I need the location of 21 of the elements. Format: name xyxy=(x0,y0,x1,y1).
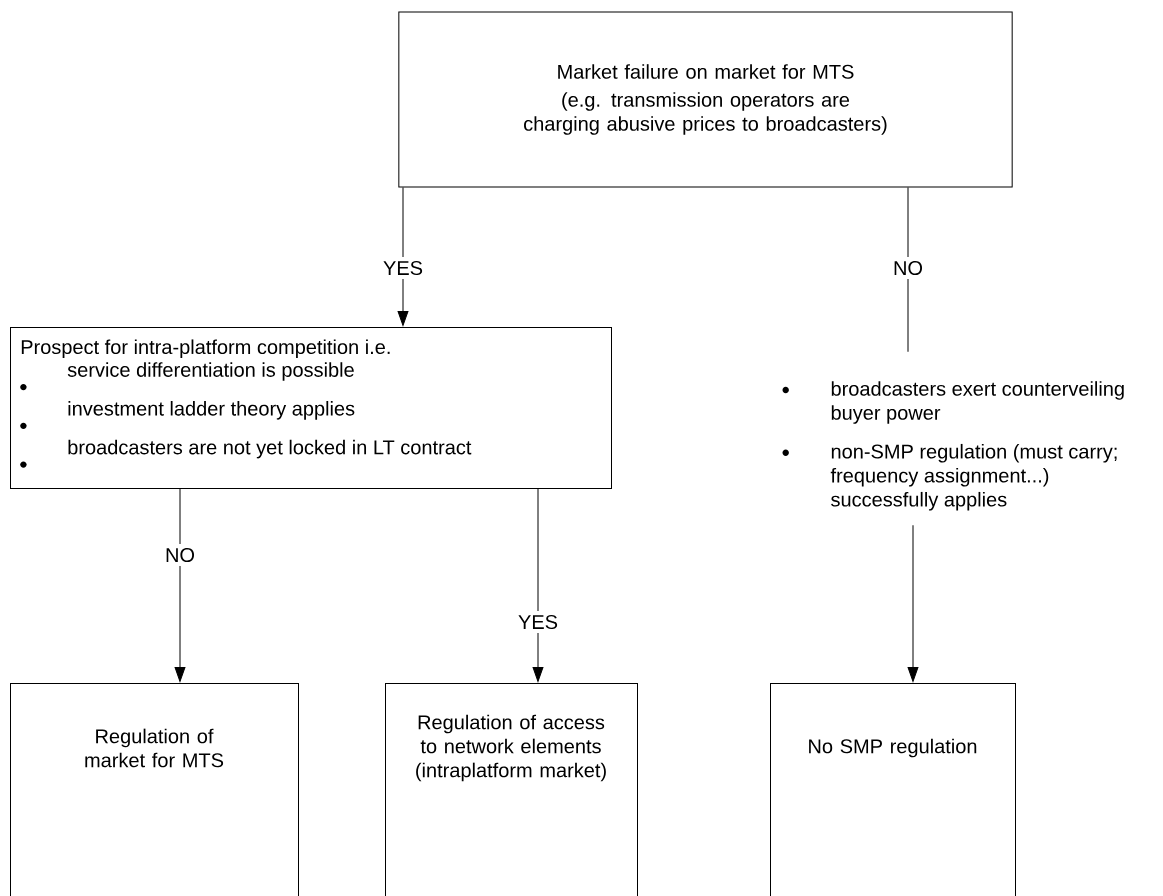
node-label: non-SMP regulation (must carry; frequency assignment...) successfully applies xyxy=(830,443,1117,511)
node-label: investment ladder theory applies xyxy=(68,400,355,420)
node-label: broadcasters are not yet locked in LT contract xyxy=(68,439,472,459)
edge-label: YES xyxy=(514,610,562,634)
outcome-box: Regulation of market for MTS xyxy=(10,683,299,896)
arrow xyxy=(532,488,544,682)
outcome-box: No SMP regulation xyxy=(770,683,1016,896)
node-label: Prospect for intra-platform competition i.e. xyxy=(21,339,390,359)
arrow xyxy=(397,187,409,326)
node-label: broadcasters exert counterveiling buyer power xyxy=(831,381,1124,424)
edge-label: NO xyxy=(889,256,927,280)
outcome-box: Regulation of access to network elements (intraplatform market) xyxy=(385,683,638,896)
edge-label: NO xyxy=(161,543,199,567)
bullet-list: broadcasters exert counterveiling buyer power non-SMP regulation (must carry; frequency assignment...) successfully applies xyxy=(782,381,1124,511)
arrow xyxy=(174,488,186,682)
arrow xyxy=(907,524,919,682)
bullet-list: Prospect for intra-platform competition i.e. service differentiation is possible investment ladder theory applies broadcasters are not yet locked in LT contract xyxy=(20,339,472,468)
node-label: service differentiation is possible xyxy=(67,362,354,381)
decision-box: Market failure on market for MTS (e.g. transmission operators are charging abusive prices to broadcasters) xyxy=(398,11,1013,188)
decision-box xyxy=(10,327,612,489)
edge-label: YES xyxy=(379,256,427,280)
